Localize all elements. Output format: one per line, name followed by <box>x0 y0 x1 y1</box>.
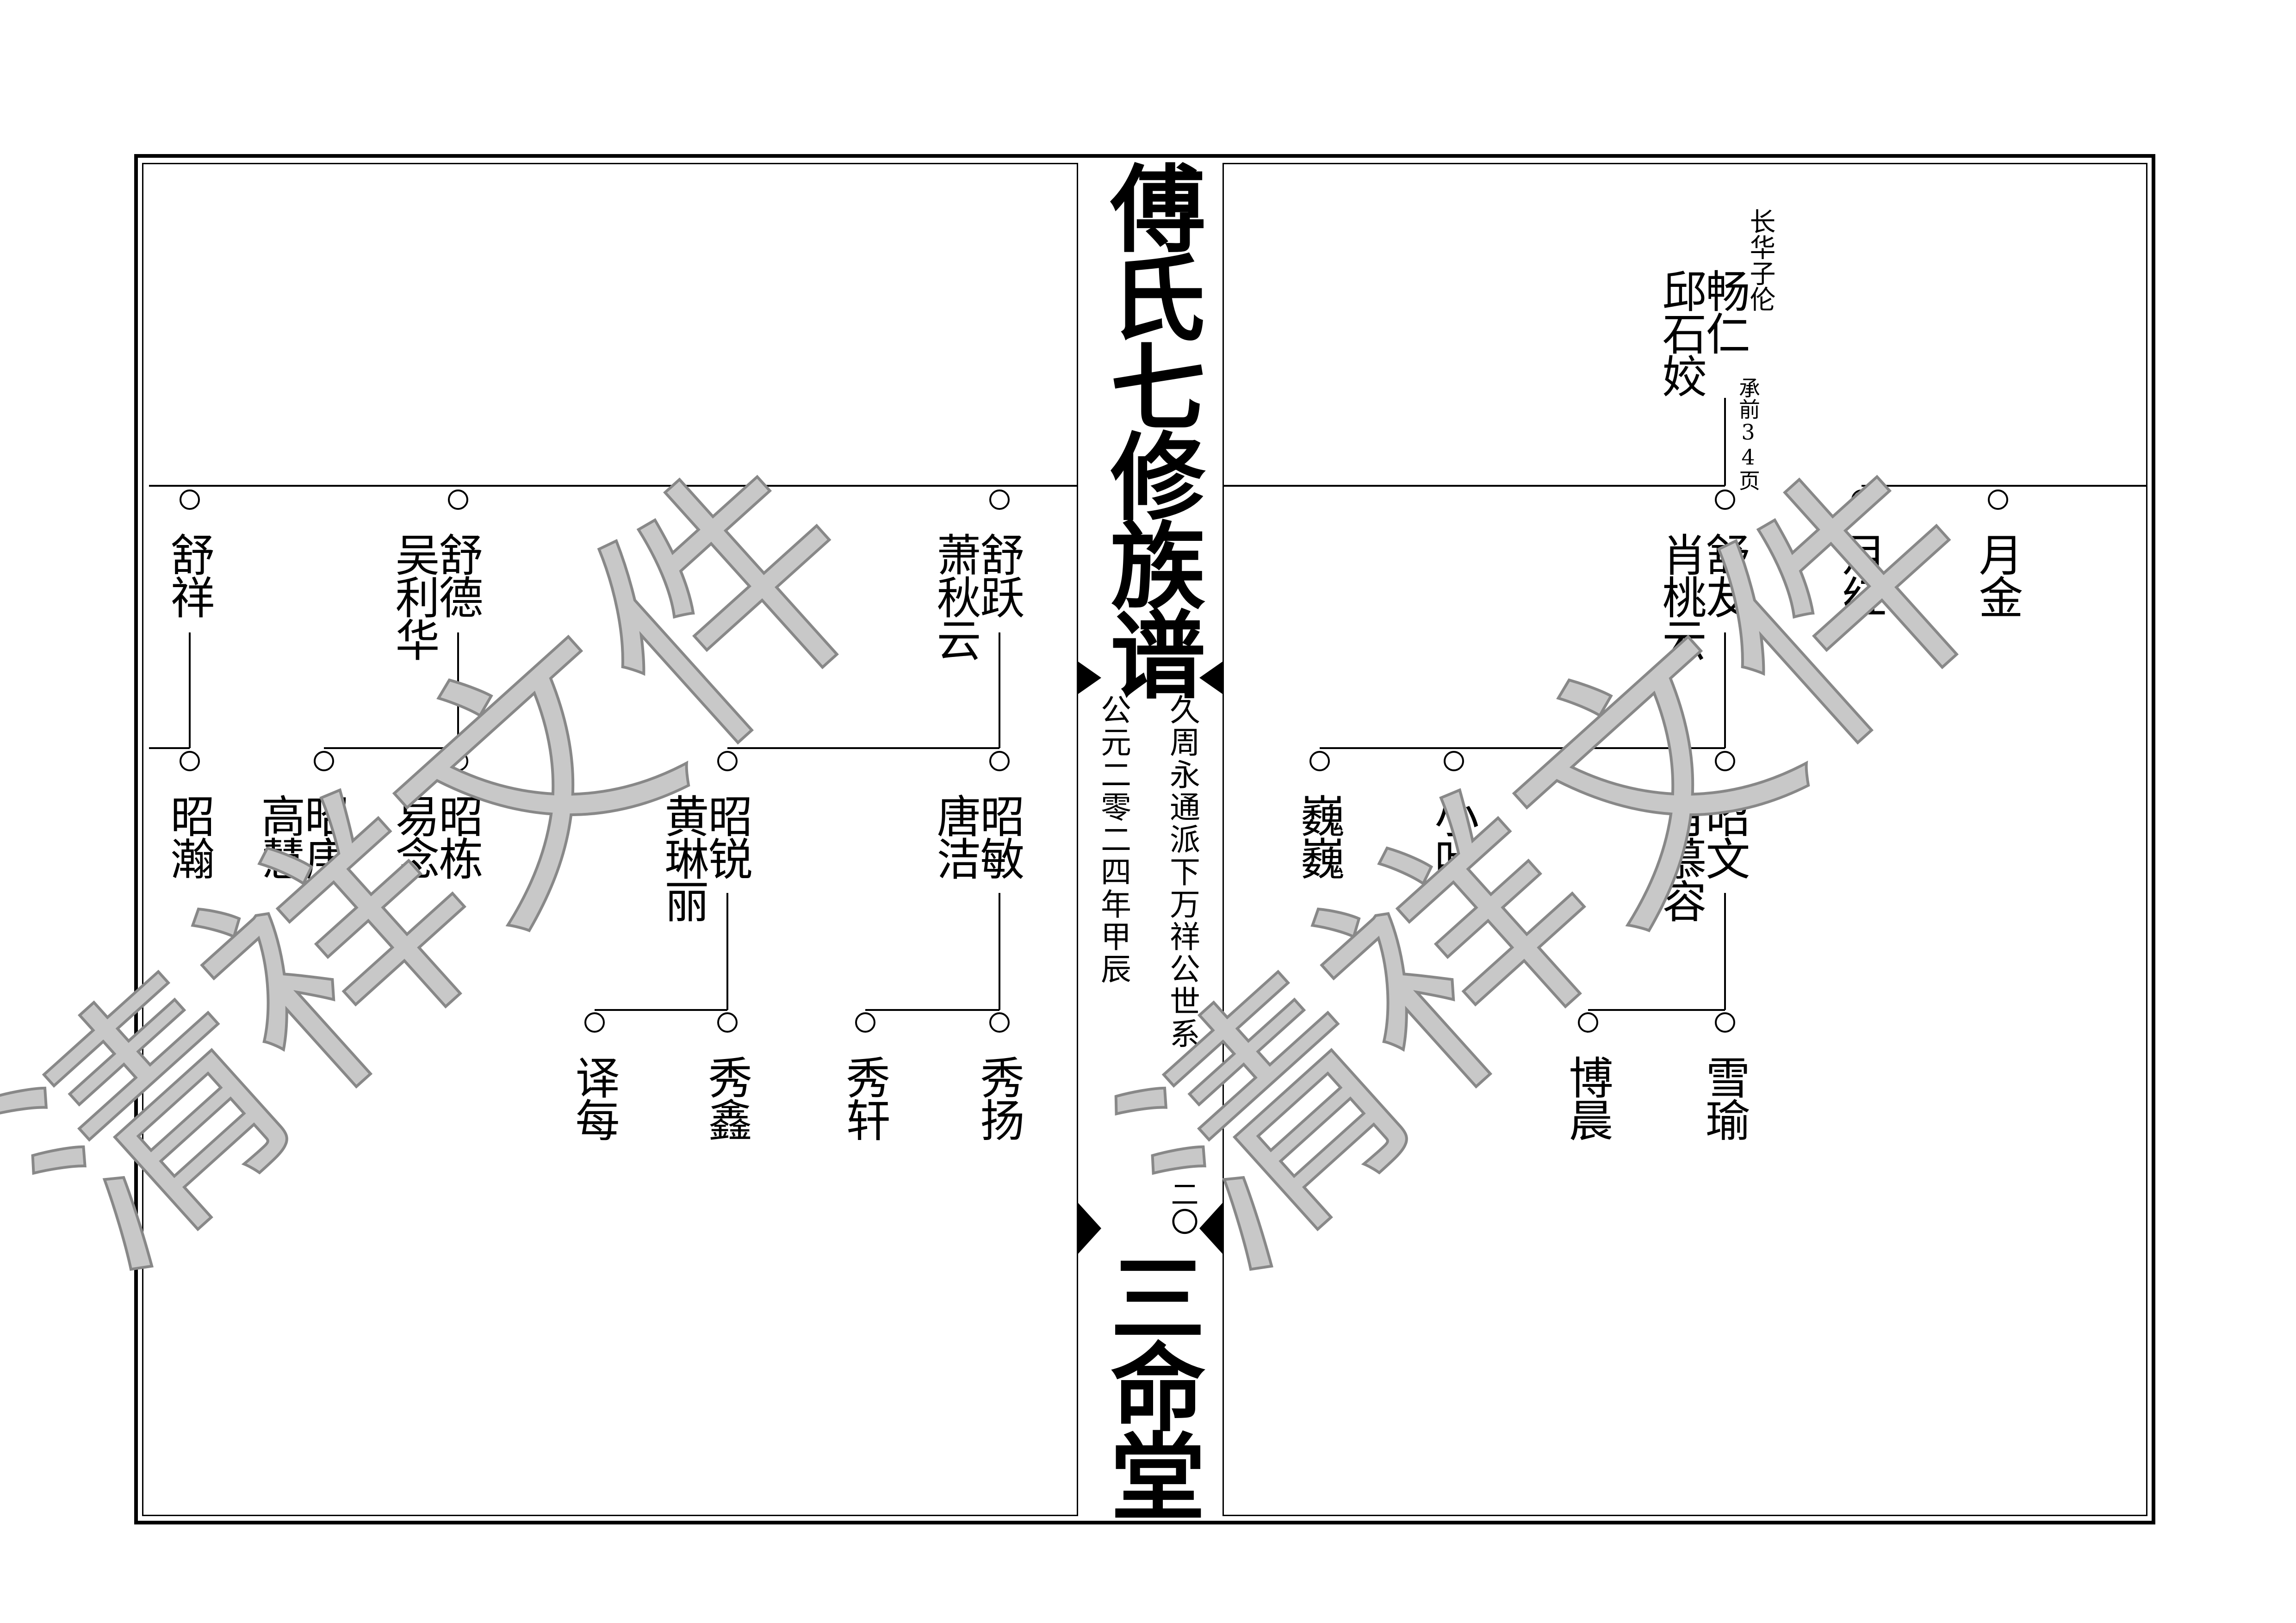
outer-frame <box>134 154 2155 1524</box>
ancestor-spouse-name: 邱石姣 <box>1655 268 1706 396</box>
person-name: 巍巍 <box>1293 793 1345 879</box>
person-name: 昭敏 <box>973 793 1024 879</box>
spouse-name: 黄琳丽 <box>657 793 709 921</box>
ancestor-name: 畅仁 <box>1698 268 1750 353</box>
spine-page-number: 一二〇 <box>1166 1152 1198 1235</box>
person-name: 月金 <box>1971 532 2023 617</box>
person-name: 博晨 <box>1561 1055 1613 1140</box>
person-name: 秀轩 <box>838 1055 890 1140</box>
person-name: 昭庚 <box>297 793 349 879</box>
person-name: 雪瑜 <box>1698 1055 1750 1140</box>
spine-branch-text: 久周永通派下万祥公世系 <box>1165 694 1200 1050</box>
spouse-name: 肖慕容 <box>1655 793 1706 921</box>
person-name: 舒祥 <box>163 532 215 617</box>
spine-date-text: 公元二零二四年甲辰 <box>1096 694 1131 985</box>
book-spine <box>1077 163 1224 1516</box>
person-name: 小叶 <box>1427 793 1479 879</box>
person-name: 昭栋 <box>431 793 483 879</box>
person-name: 昭瀚 <box>163 793 215 879</box>
spouse-name: 吴利华 <box>388 532 440 660</box>
person-name: 昭文 <box>1698 793 1750 879</box>
person-name: 舒德 <box>431 532 483 617</box>
spine-title-bottom: 三命堂 <box>1094 1249 1205 1517</box>
person-name: 舒友 <box>1698 532 1750 617</box>
person-name: 月红 <box>1835 532 1886 617</box>
continuation-note: 承前34页 <box>1736 377 1761 491</box>
spouse-name: 高慧 <box>254 793 305 879</box>
person-name: 秀鑫 <box>701 1055 752 1140</box>
spine-title-top: 傅氏七修族谱 <box>1094 160 1205 695</box>
person-name: 秀扬 <box>973 1055 1024 1140</box>
person-name: 昭锐 <box>701 793 752 879</box>
ancestor-note: 长华子伦 <box>1745 208 1775 312</box>
spouse-name: 肖桃云 <box>1655 532 1706 660</box>
spouse-name: 萧秋云 <box>929 532 981 660</box>
spouse-name: 易念 <box>388 793 440 879</box>
person-name: 舒跃 <box>973 532 1024 617</box>
person-name: 译每 <box>568 1055 620 1140</box>
spouse-name: 唐洁 <box>929 793 981 879</box>
